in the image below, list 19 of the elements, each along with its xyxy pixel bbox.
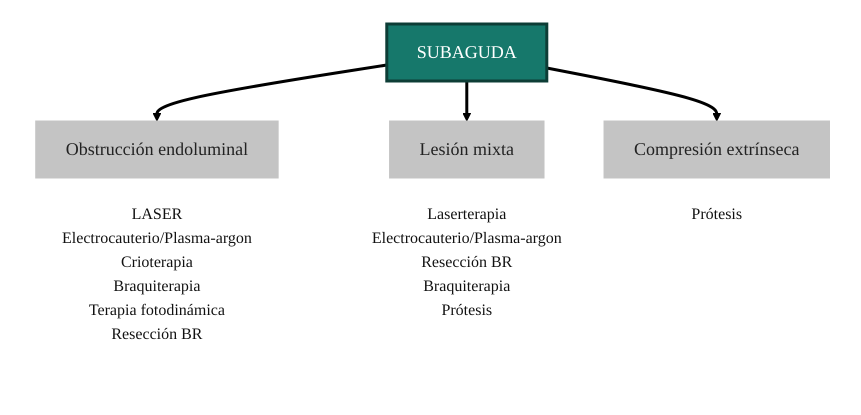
node-box: Compresión extrínseca <box>603 120 830 178</box>
node-label: LASER <box>131 206 182 222</box>
node-label: Laserterapia <box>427 206 506 222</box>
node-label: Terapia fotodinámica <box>88 302 225 318</box>
node-label: Prótesis <box>441 302 492 318</box>
node-box: SUBAGUDA <box>385 22 548 82</box>
node-label: Electrocauterio/Plasma-argon <box>62 230 252 246</box>
node-label: Braquiterapia <box>113 278 200 294</box>
node-box: Obstrucción endoluminal <box>34 120 278 178</box>
node-label: Braquiterapia <box>423 278 510 294</box>
node-label: Electrocauterio/Plasma-argon <box>372 230 562 246</box>
arrow <box>546 66 721 121</box>
node-label: Crioterapia <box>120 254 193 270</box>
node-box: Lesión mixta <box>388 120 544 178</box>
node-label: Resección BR <box>420 254 512 270</box>
arrow <box>462 80 471 121</box>
arrow <box>152 63 387 121</box>
node-label: Prótesis <box>691 206 742 222</box>
node-label: Resección BR <box>111 326 202 342</box>
